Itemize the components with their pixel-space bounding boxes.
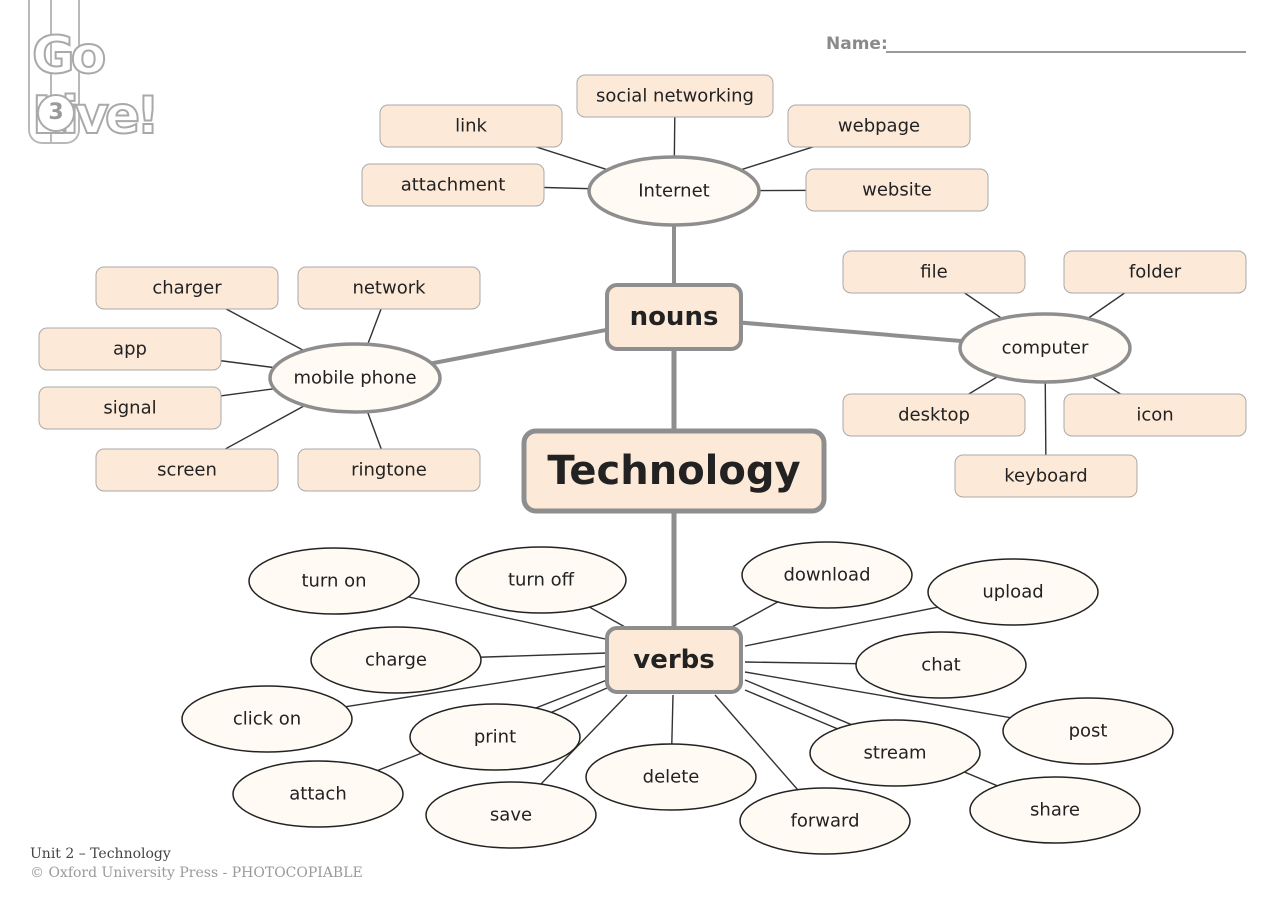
svg-text:Internet: Internet [638, 181, 709, 202]
word-box-attachment: attachment [361, 163, 545, 207]
svg-text:attachment: attachment [401, 175, 506, 196]
verb-oval-stream: stream [809, 719, 981, 787]
svg-text:webpage: webpage [838, 116, 920, 137]
word-box-screen: screen [95, 448, 279, 492]
svg-text:forward: forward [790, 811, 859, 832]
verb-oval-chat: chat [855, 631, 1027, 699]
word-box-file: file [842, 250, 1026, 294]
word-box-desktop: desktop [842, 393, 1026, 437]
svg-text:file: file [920, 262, 947, 283]
svg-text:download: download [783, 565, 870, 586]
svg-text:mobile phone: mobile phone [293, 368, 416, 389]
word-box-app: app [38, 327, 222, 371]
svg-text:signal: signal [103, 398, 156, 419]
word-box-signal: signal [38, 386, 222, 430]
svg-text:save: save [490, 805, 532, 826]
footer-copyright: © Oxford University Press - PHOTOCOPIABL… [30, 865, 363, 881]
svg-text:desktop: desktop [898, 405, 970, 426]
footer-unit: Unit 2 – Technology [30, 846, 171, 862]
hub-verbs: verbs [605, 626, 743, 694]
svg-text:turn off: turn off [508, 570, 575, 591]
svg-text:post: post [1069, 721, 1108, 742]
hub-nouns: nouns [605, 283, 743, 351]
svg-text:chat: chat [921, 655, 960, 676]
verb-oval-turn-off: turn off [455, 546, 627, 614]
verb-oval-attach: attach [232, 760, 404, 828]
name-label: Name: [826, 34, 888, 54]
logo-text: Go Live! [31, 25, 161, 147]
svg-text:network: network [352, 278, 426, 299]
central-technology: Technology [521, 428, 827, 514]
svg-text:app: app [113, 339, 147, 360]
svg-text:charge: charge [365, 650, 427, 671]
word-box-charger: charger [95, 266, 279, 310]
svg-text:keyboard: keyboard [1004, 466, 1088, 487]
word-box-icon: icon [1063, 393, 1247, 437]
svg-text:share: share [1030, 800, 1080, 821]
footer: Unit 2 – Technology © Oxford University … [30, 845, 363, 883]
svg-text:click on: click on [233, 709, 301, 730]
brand-logo: Go Live! 3 [28, 0, 238, 150]
svg-text:nouns: nouns [630, 302, 719, 332]
word-box-folder: folder [1063, 250, 1247, 294]
svg-text:delete: delete [643, 767, 700, 788]
svg-text:turn on: turn on [301, 571, 366, 592]
word-box-network: network [297, 266, 481, 310]
verb-oval-post: post [1002, 697, 1174, 765]
word-box-keyboard: keyboard [954, 454, 1138, 498]
svg-text:folder: folder [1129, 262, 1182, 283]
verb-oval-upload: upload [927, 558, 1099, 626]
verb-oval-delete: delete [585, 743, 757, 811]
svg-text:icon: icon [1136, 405, 1173, 426]
word-box-social-networking: social networking [576, 74, 774, 118]
svg-text:computer: computer [1002, 338, 1089, 359]
verb-oval-click-on: click on [181, 685, 353, 753]
svg-text:verbs: verbs [633, 645, 715, 675]
logo-bar-divider [50, 0, 52, 142]
svg-text:stream: stream [863, 743, 926, 764]
verb-oval-download: download [741, 541, 913, 609]
svg-text:attach: attach [289, 784, 346, 805]
word-box-webpage: webpage [787, 104, 971, 148]
word-box-link: link [379, 104, 563, 148]
verb-oval-save: save [425, 781, 597, 849]
svg-text:upload: upload [982, 582, 1043, 603]
svg-text:Technology: Technology [547, 448, 800, 494]
svg-text:website: website [862, 180, 932, 201]
verb-oval-print: print [409, 703, 581, 771]
level-badge: 3 [37, 94, 75, 132]
hub-mobile-phone: mobile phone [268, 342, 442, 414]
word-box-website: website [805, 168, 989, 212]
verb-oval-share: share [969, 776, 1141, 844]
name-field[interactable]: Name: [826, 34, 1246, 56]
svg-text:print: print [474, 727, 516, 748]
svg-text:link: link [455, 116, 487, 137]
name-line[interactable] [886, 51, 1246, 53]
hub-computer: computer [958, 312, 1132, 384]
svg-text:ringtone: ringtone [351, 460, 427, 481]
verb-oval-turn-on: turn on [248, 547, 420, 615]
hub-internet: Internet [587, 155, 761, 227]
verb-oval-charge: charge [310, 626, 482, 694]
svg-text:charger: charger [152, 278, 222, 299]
verb-oval-forward: forward [739, 787, 911, 855]
svg-text:social networking: social networking [596, 86, 754, 107]
svg-text:screen: screen [157, 460, 217, 481]
word-box-ringtone: ringtone [297, 448, 481, 492]
